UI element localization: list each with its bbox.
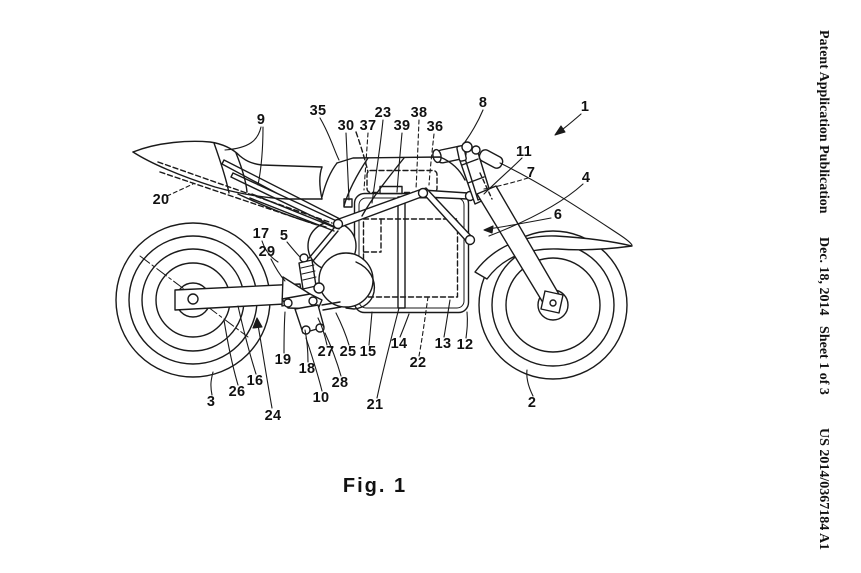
ref-numeral-6: 6 — [553, 207, 563, 223]
ref-numeral-14: 14 — [390, 336, 408, 352]
ref-numeral-18: 18 — [298, 361, 316, 377]
ref-numeral-22: 22 — [409, 355, 427, 371]
ref-numeral-1: 1 — [580, 99, 590, 115]
controller-dashed-outline — [366, 169, 438, 194]
ref-arrow-1 — [554, 113, 582, 136]
ref-numeral-15: 15 — [359, 344, 377, 360]
leader-lines — [166, 109, 584, 409]
front-axle-bolt — [549, 299, 557, 307]
ref-numeral-12: 12 — [456, 337, 474, 353]
frame — [221, 159, 476, 262]
subframe-hidden-lines — [157, 161, 333, 227]
ref-numeral-19: 19 — [274, 352, 292, 368]
ref-numeral-35: 35 — [309, 103, 327, 119]
ref-numeral-24: 24 — [264, 408, 282, 424]
header-date-sheet: Dec. 18, 2014 Sheet 1 of 3 — [816, 237, 831, 395]
ref-numeral-21: 21 — [366, 397, 384, 413]
publication-header: Patent Application Publication Dec. 18, … — [803, 0, 861, 573]
ref-numeral-16: 16 — [246, 373, 264, 389]
ref-numeral-25: 25 — [339, 344, 357, 360]
ref-numeral-5: 5 — [279, 228, 289, 244]
ref-numeral-29: 29 — [258, 244, 276, 260]
ref-numeral-3: 3 — [206, 394, 216, 410]
ref-numeral-28: 28 — [331, 375, 349, 391]
ref-numeral-10: 10 — [312, 390, 330, 406]
electric-motor — [307, 221, 376, 310]
case-side-fastener — [343, 198, 353, 208]
ref-numeral-27: 27 — [317, 344, 335, 360]
ref-arrow-6 — [483, 225, 494, 234]
ref-numeral-36: 36 — [426, 119, 444, 135]
ref-numeral-20: 20 — [152, 192, 170, 208]
rear-axle-bolt — [187, 293, 199, 305]
ref-numeral-9: 9 — [256, 112, 266, 128]
rear-wheel — [115, 222, 304, 378]
ref-numeral-7: 7 — [526, 165, 536, 181]
ref-numeral-4: 4 — [581, 170, 591, 186]
ref-numeral-26: 26 — [228, 384, 246, 400]
ref-numeral-37: 37 — [359, 118, 377, 134]
ref-arrow-24 — [252, 317, 273, 409]
right-grip — [478, 149, 504, 169]
ref-numeral-17: 17 — [252, 226, 270, 242]
header-publication: Patent Application Publication — [816, 30, 831, 214]
ref-numeral-13: 13 — [434, 336, 452, 352]
fork-inner-tube-hidden — [479, 172, 493, 200]
ref-numeral-23: 23 — [374, 105, 392, 121]
figure-caption: Fig. 1 — [342, 475, 408, 497]
ref-numeral-38: 38 — [410, 105, 428, 121]
ref-numeral-8: 8 — [478, 95, 488, 111]
ref-numeral-2: 2 — [527, 395, 537, 411]
rear-suspension — [281, 253, 342, 335]
front-cowl-line — [499, 162, 633, 246]
battery-dashed-outline — [362, 218, 459, 298]
ref-numeral-30: 30 — [337, 118, 355, 134]
ref-numeral-39: 39 — [393, 118, 411, 134]
header-doc-number: US 2014/0367184 A1 — [816, 428, 831, 551]
seat-tail — [132, 140, 333, 228]
ref-numeral-11: 11 — [516, 144, 532, 160]
